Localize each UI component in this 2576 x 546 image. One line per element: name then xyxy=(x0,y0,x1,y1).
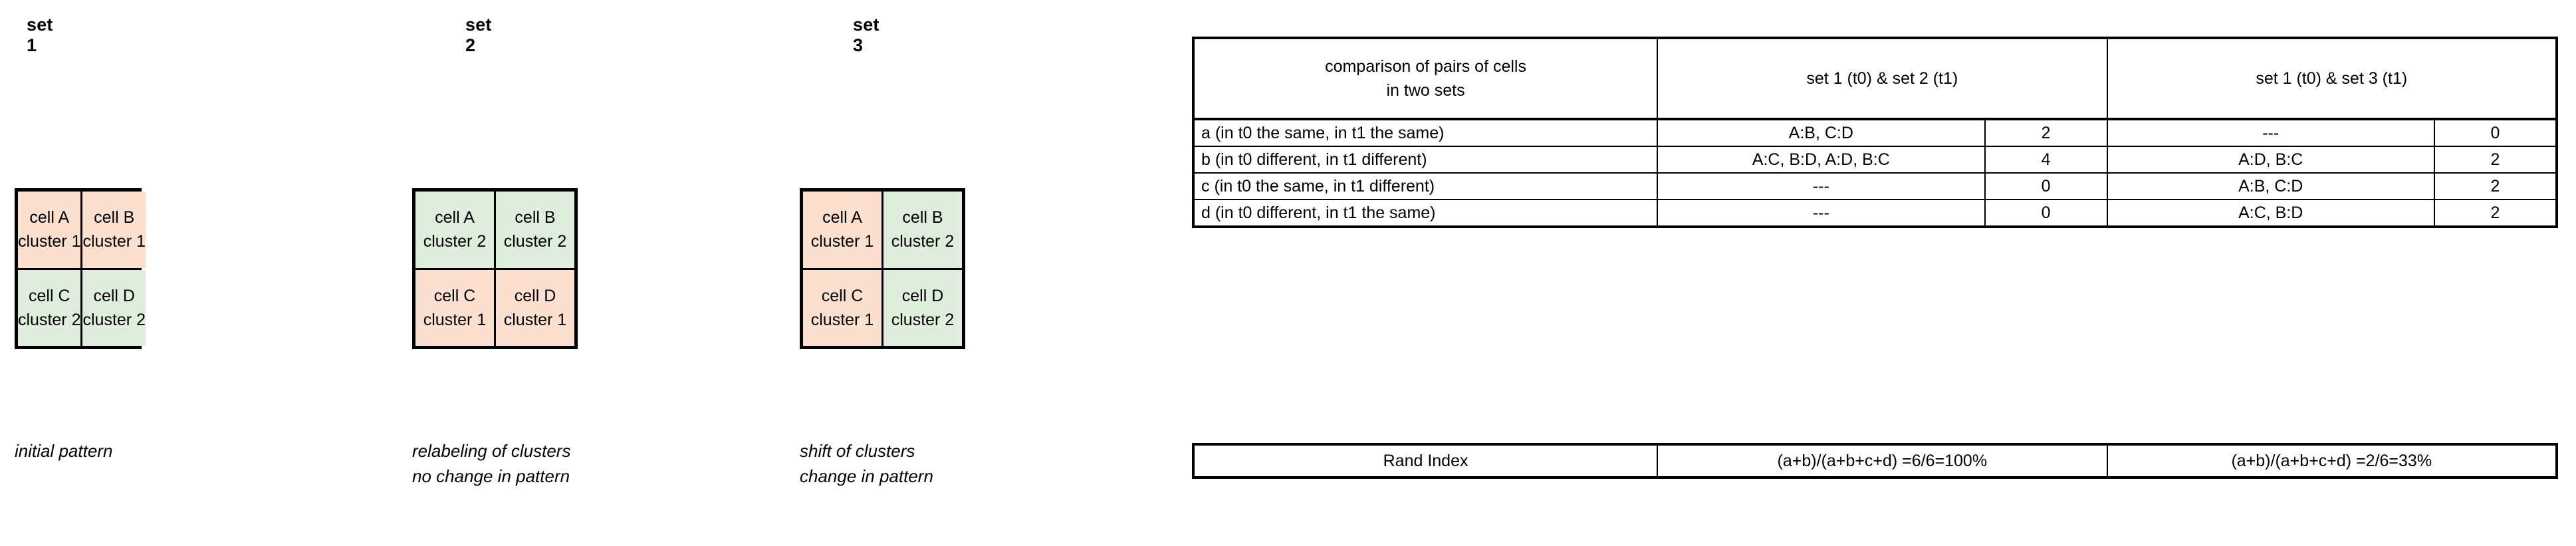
cell-name: cell C xyxy=(821,286,864,305)
set-2-caption: relabeling of clusters no change in patt… xyxy=(412,439,570,489)
cell-cluster: cluster 1 xyxy=(503,310,567,329)
cell-name: cell C xyxy=(433,286,476,305)
set-3-caption: shift of clusters change in pattern xyxy=(800,439,933,489)
row-d-s13-count: 2 xyxy=(2433,199,2559,228)
rand-index-s12-formula: (a+b)/(a+b+c+d) xyxy=(1777,451,1898,470)
row-b-label: b (in t0 different, in t1 different) xyxy=(1191,146,1659,174)
rand-index-s13-formula: (a+b)/(a+b+c+d) xyxy=(2231,451,2352,470)
set-2-cell-a: cell A cluster 2 xyxy=(415,192,494,268)
row-a-s13-count: 0 xyxy=(2433,118,2559,147)
header-criterion-line2: in two sets xyxy=(1386,81,1465,100)
cell-name: cell D xyxy=(93,286,135,305)
header-criterion-line1: comparison of pairs of cells xyxy=(1325,57,1526,76)
set-3-caption-line2: change in pattern xyxy=(800,466,933,486)
set-3-caption-line1: shift of clusters xyxy=(800,441,915,461)
set-2-cell-d: cell D cluster 1 xyxy=(496,269,574,346)
set-2-caption-line2: no change in pattern xyxy=(412,466,570,486)
cell-cluster: cluster 1 xyxy=(82,232,146,251)
cell-name: cell B xyxy=(515,208,556,227)
set-1-grid: cell A cluster 1 cell B cluster 1 cell C… xyxy=(15,188,146,349)
row-b-s12-count: 4 xyxy=(1984,146,2108,174)
set-2-title: set 2 xyxy=(465,15,492,55)
row-b-s13-count: 2 xyxy=(2433,146,2559,174)
cell-name: cell B xyxy=(902,208,943,227)
set-1-caption-line1: initial pattern xyxy=(15,441,113,461)
cell-name: cell A xyxy=(435,208,475,227)
cell-cluster: cluster 2 xyxy=(18,310,81,329)
cell-cluster: cluster 2 xyxy=(891,310,955,329)
table-row: c (in t0 the same, in t1 different) --- … xyxy=(1191,172,2559,200)
row-b-s12-pairs: A:C, B:D, A:D, B:C xyxy=(1657,146,1986,174)
cell-name: cell D xyxy=(901,286,944,305)
set-3-cell-b: cell B cluster 2 xyxy=(883,192,962,268)
table-row: d (in t0 different, in t1 the same) --- … xyxy=(1191,199,2559,228)
rand-index-set1-set2: (a+b)/(a+b+c+d) =6/6=100% xyxy=(1657,443,2108,479)
row-a-label: a (in t0 the same, in t1 the same) xyxy=(1191,118,1659,147)
set-1-cell-a: cell A cluster 1 xyxy=(18,192,81,268)
set-2-cell-c: cell C cluster 1 xyxy=(415,269,494,346)
cell-cluster: cluster 1 xyxy=(423,310,487,329)
row-c-s13-pairs: A:B, C:D xyxy=(2106,172,2435,200)
table-row: a (in t0 the same, in t1 the same) A:B, … xyxy=(1191,118,2559,147)
row-a-s12-pairs: A:B, C:D xyxy=(1657,118,1986,147)
row-a-s12-count: 2 xyxy=(1984,118,2108,147)
cell-cluster: cluster 1 xyxy=(18,232,81,251)
rand-index-s12-result: =6/6=100% xyxy=(1902,451,1988,470)
rand-index-row: Rand Index (a+b)/(a+b+c+d) =6/6=100% (a+… xyxy=(1191,443,2559,479)
set-1-caption: initial pattern xyxy=(15,439,112,464)
set-2-grid: cell A cluster 2 cell B cluster 2 cell C… xyxy=(412,188,578,349)
cell-name: cell C xyxy=(28,286,70,305)
row-c-s12-count: 0 xyxy=(1984,172,2108,200)
comparison-table-header-row: comparison of pairs of cells in two sets… xyxy=(1191,37,2559,120)
cell-name: cell D xyxy=(514,286,556,305)
set-3-cell-d: cell D cluster 2 xyxy=(883,269,962,346)
cell-cluster: cluster 2 xyxy=(503,232,567,251)
cell-cluster: cluster 1 xyxy=(810,310,874,329)
row-b-s13-pairs: A:D, B:C xyxy=(2106,146,2435,174)
row-d-s12-count: 0 xyxy=(1984,199,2108,228)
rand-index-table: Rand Index (a+b)/(a+b+c+d) =6/6=100% (a+… xyxy=(1191,443,2559,479)
cell-cluster: cluster 2 xyxy=(82,310,146,329)
cell-cluster: cluster 2 xyxy=(423,232,487,251)
header-set1-set2: set 1 (t0) & set 2 (t1) xyxy=(1657,37,2108,120)
set-3-cell-c: cell C cluster 1 xyxy=(803,269,881,346)
set-1-cell-c: cell C cluster 2 xyxy=(18,269,81,346)
set-2-cell-b: cell B cluster 2 xyxy=(496,192,574,268)
row-a-s13-pairs: --- xyxy=(2106,118,2435,147)
comparison-table: comparison of pairs of cells in two sets… xyxy=(1191,37,2559,228)
row-c-s13-count: 2 xyxy=(2433,172,2559,200)
table-row: b (in t0 different, in t1 different) A:C… xyxy=(1191,146,2559,174)
set-3-title: set 3 xyxy=(853,15,879,55)
rand-index-label: Rand Index xyxy=(1191,443,1659,479)
rand-index-s13-result: =2/6=33% xyxy=(2356,451,2432,470)
row-d-s13-pairs: A:C, B:D xyxy=(2106,199,2435,228)
cell-name: cell B xyxy=(94,208,135,227)
set-1-cell-d: cell D cluster 2 xyxy=(82,269,146,346)
set-1-title: set 1 xyxy=(27,15,53,55)
set-2-caption-line1: relabeling of clusters xyxy=(412,441,571,461)
row-d-s12-pairs: --- xyxy=(1657,199,1986,228)
set-3-grid: cell A cluster 1 cell B cluster 2 cell C… xyxy=(800,188,965,349)
cell-name: cell A xyxy=(822,208,862,227)
row-d-label: d (in t0 different, in t1 the same) xyxy=(1191,199,1659,228)
header-criterion: comparison of pairs of cells in two sets xyxy=(1191,37,1659,120)
cell-cluster: cluster 2 xyxy=(891,232,955,251)
row-c-s12-pairs: --- xyxy=(1657,172,1986,200)
cell-name: cell A xyxy=(29,208,70,227)
set-3-cell-a: cell A cluster 1 xyxy=(803,192,881,268)
rand-index-set1-set3: (a+b)/(a+b+c+d) =2/6=33% xyxy=(2106,443,2559,479)
header-set1-set3: set 1 (t0) & set 3 (t1) xyxy=(2106,37,2559,120)
set-1-cell-b: cell B cluster 1 xyxy=(82,192,146,268)
cell-cluster: cluster 1 xyxy=(810,232,874,251)
row-c-label: c (in t0 the same, in t1 different) xyxy=(1191,172,1659,200)
